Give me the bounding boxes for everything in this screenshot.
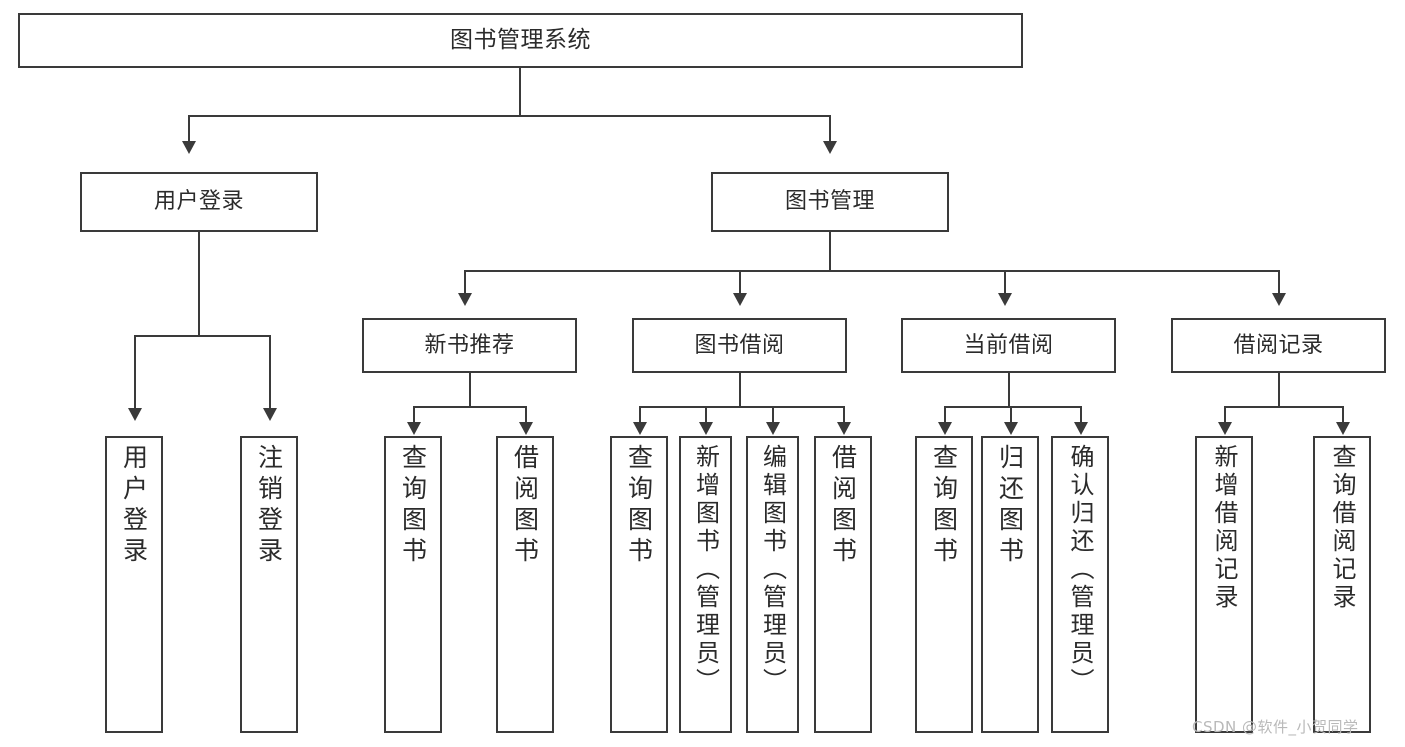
watermark-text: CSDN @软件_小贺同学 xyxy=(1192,718,1359,736)
leaf-confirm-return-admin[interactable]: 确认归还（管理员） xyxy=(1051,436,1109,733)
node-label: 确认归还（管理员） xyxy=(1066,444,1094,696)
connector-new-book-bus xyxy=(413,406,525,408)
arrow-to-book-mgmt xyxy=(823,141,837,154)
connector-user-login-leaf1 xyxy=(134,335,136,410)
node-current-borrow[interactable]: 当前借阅 xyxy=(901,318,1116,373)
connector-to-new-book xyxy=(464,270,466,295)
node-user-login[interactable]: 用户登录 xyxy=(80,172,318,232)
node-label: 图书管理 xyxy=(784,189,875,215)
arrow-to-user-login xyxy=(182,141,196,154)
connector-current-borrow-leaf1 xyxy=(944,406,946,424)
connector-current-borrow-leaf2 xyxy=(1010,406,1012,424)
connector-root-bus xyxy=(188,115,831,117)
arrow-to-borrow xyxy=(733,293,747,306)
connector-book-mgmt-bus xyxy=(464,270,1278,272)
node-label: 图书借阅 xyxy=(694,332,785,358)
node-label: 注销登录 xyxy=(254,444,284,568)
arrow-leaf-borrow-book-1 xyxy=(519,422,533,435)
connector-book-borrow-leaf3 xyxy=(772,406,774,424)
node-label: 用户登录 xyxy=(119,444,149,568)
connector-root-trunk xyxy=(519,68,521,115)
connector-user-login-leaf2 xyxy=(269,335,271,410)
leaf-query-book-recommend[interactable]: 查询图书 xyxy=(384,436,442,733)
leaf-logout[interactable]: 注销登录 xyxy=(240,436,298,733)
arrow-leaf-edit-book xyxy=(766,422,780,435)
arrow-leaf-user-login xyxy=(128,408,142,421)
connector-to-user-login xyxy=(188,115,190,144)
connector-book-borrow-leaf4 xyxy=(843,406,845,424)
node-borrow-record[interactable]: 借阅记录 xyxy=(1171,318,1386,373)
connector-book-borrow-bus xyxy=(639,406,843,408)
connector-current-borrow-leaf3 xyxy=(1080,406,1082,424)
node-label: 借阅图书 xyxy=(828,444,858,568)
connector-borrow-record-leaf1 xyxy=(1224,406,1226,424)
leaf-add-book-admin[interactable]: 新增图书（管理员） xyxy=(679,436,732,733)
node-label: 借阅记录 xyxy=(1233,332,1324,358)
node-label: 查询图书 xyxy=(624,444,654,568)
connector-to-current-borrow xyxy=(1004,270,1006,295)
arrow-to-current-borrow xyxy=(998,293,1012,306)
leaf-add-borrow-record[interactable]: 新增借阅记录 xyxy=(1195,436,1253,733)
arrow-leaf-confirm-return xyxy=(1074,422,1088,435)
connector-book-mgmt-trunk xyxy=(829,232,831,270)
connector-borrow-record-trunk xyxy=(1278,373,1280,406)
connector-borrow-record-bus xyxy=(1224,406,1342,408)
connector-borrow-record-leaf2 xyxy=(1342,406,1344,424)
connector-user-login-trunk xyxy=(198,232,200,335)
connector-to-borrow-record xyxy=(1278,270,1280,295)
leaf-query-book-current[interactable]: 查询图书 xyxy=(915,436,973,733)
connector-book-borrow-leaf1 xyxy=(639,406,641,424)
node-new-book-recommend[interactable]: 新书推荐 xyxy=(362,318,577,373)
leaf-query-borrow-record[interactable]: 查询借阅记录 xyxy=(1313,436,1371,733)
connector-book-borrow-leaf2 xyxy=(705,406,707,424)
node-label: 新增图书（管理员） xyxy=(691,444,720,696)
connector-new-book-leaf1 xyxy=(413,406,415,424)
node-book-borrow[interactable]: 图书借阅 xyxy=(632,318,847,373)
node-label: 查询图书 xyxy=(398,444,428,568)
arrow-leaf-query-book-2 xyxy=(633,422,647,435)
connector-current-borrow-bus xyxy=(944,406,1080,408)
connector-to-book-mgmt xyxy=(829,115,831,144)
arrow-leaf-query-record xyxy=(1336,422,1350,435)
arrow-leaf-add-record xyxy=(1218,422,1232,435)
arrow-to-borrow-record xyxy=(1272,293,1286,306)
leaf-borrow-book-borrow[interactable]: 借阅图书 xyxy=(814,436,872,733)
arrow-leaf-query-book-3 xyxy=(938,422,952,435)
leaf-return-book[interactable]: 归还图书 xyxy=(981,436,1039,733)
arrow-leaf-add-book xyxy=(699,422,713,435)
leaf-query-book-borrow[interactable]: 查询图书 xyxy=(610,436,668,733)
leaf-user-login[interactable]: 用户登录 xyxy=(105,436,163,733)
node-label: 新书推荐 xyxy=(424,332,515,358)
node-book-management[interactable]: 图书管理 xyxy=(711,172,949,232)
node-label: 当前借阅 xyxy=(963,332,1054,358)
arrow-leaf-logout xyxy=(263,408,277,421)
arrow-leaf-query-book-1 xyxy=(407,422,421,435)
connector-new-book-leaf2 xyxy=(525,406,527,424)
arrow-leaf-return-book xyxy=(1004,422,1018,435)
leaf-borrow-book-recommend[interactable]: 借阅图书 xyxy=(496,436,554,733)
node-label: 编辑图书（管理员） xyxy=(758,444,787,696)
connector-user-login-bus xyxy=(134,335,269,337)
leaf-edit-book-admin[interactable]: 编辑图书（管理员） xyxy=(746,436,799,733)
connector-book-borrow-trunk xyxy=(739,373,741,406)
node-label: 查询图书 xyxy=(929,444,959,568)
connector-current-borrow-trunk xyxy=(1008,373,1010,406)
arrow-to-new-book xyxy=(458,293,472,306)
connector-to-borrow xyxy=(739,270,741,295)
node-label: 查询借阅记录 xyxy=(1328,444,1356,612)
node-label: 图书管理系统 xyxy=(450,27,591,54)
node-label: 借阅图书 xyxy=(510,444,540,568)
arrow-leaf-borrow-book-2 xyxy=(837,422,851,435)
node-root-system[interactable]: 图书管理系统 xyxy=(18,13,1023,68)
node-label: 用户登录 xyxy=(153,189,244,215)
connector-new-book-trunk xyxy=(469,373,471,406)
node-label: 归还图书 xyxy=(995,444,1025,568)
node-label: 新增借阅记录 xyxy=(1210,444,1238,612)
